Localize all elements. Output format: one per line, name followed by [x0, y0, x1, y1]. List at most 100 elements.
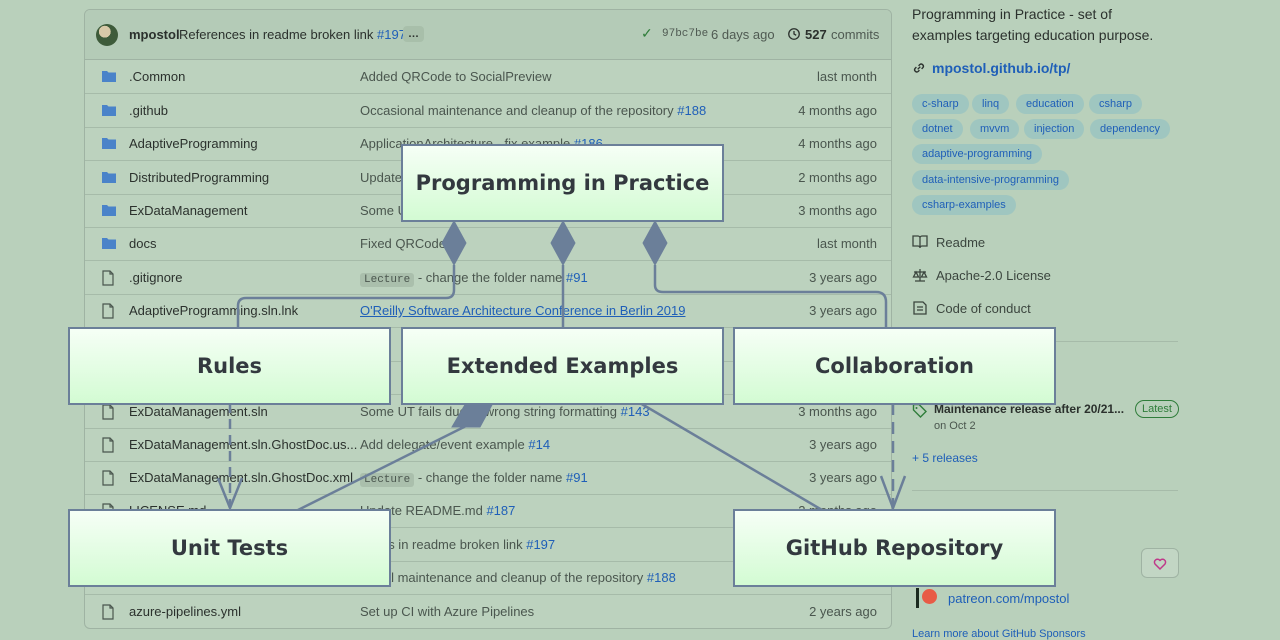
commit-message-text[interactable]: References in readme broken link [179, 27, 374, 42]
folder-icon [101, 136, 117, 153]
commit-message[interactable]: Set up CI with Azure Pipelines [360, 604, 534, 619]
release-title[interactable]: Maintenance release after 20/21... [934, 402, 1125, 416]
learn-sponsors-link[interactable]: Learn more about GitHub Sponsors [912, 628, 1086, 640]
commit-message[interactable]: References in readme broken link #197 [179, 27, 406, 42]
topic-tag[interactable]: education [1016, 94, 1084, 114]
website-link[interactable]: mpostol.github.io/tp/ [912, 60, 1070, 76]
commit-message-text[interactable]: - change the folder name [417, 470, 563, 485]
topic-tag[interactable]: dotnet [912, 119, 963, 139]
commit-message[interactable]: ences in readme broken link #197 [360, 537, 555, 552]
history-icon[interactable] [787, 27, 801, 44]
commit-message-text[interactable]: Occasional maintenance and cleanup of th… [360, 103, 674, 118]
commit-message[interactable]: Update [360, 170, 402, 185]
commit-message-text[interactable]: O'Reilly Software Architecture Conferenc… [360, 303, 686, 318]
commit-time: 3 years ago [809, 303, 877, 318]
commit-message-text[interactable]: Add delegate/event example [360, 437, 525, 452]
commit-message[interactable]: Lecture - change the folder name #91 [360, 470, 588, 487]
commit-message-text[interactable]: Update [360, 170, 402, 185]
latest-commit-bar: mpostol References in readme broken link… [85, 10, 891, 60]
commit-count[interactable]: 527 [805, 27, 827, 42]
issue-link[interactable]: #187 [486, 503, 516, 518]
table-row[interactable]: ExDataManagement.sln.GhostDoc.xml Lecture… [85, 461, 891, 495]
topic-tag[interactable]: adaptive-programming [912, 144, 1043, 164]
topic-tag[interactable]: mvvm [970, 119, 1020, 139]
file-name[interactable]: ExDataManagement.sln.GhostDoc.us... [129, 437, 358, 452]
more-releases-link[interactable]: + 5 releases [912, 451, 978, 465]
file-name[interactable]: .Common [129, 69, 186, 84]
conduct-label[interactable]: Code of conduct [936, 301, 1031, 316]
readme-link[interactable]: Readme [912, 235, 985, 250]
table-row[interactable]: ences in readme broken link #197 [85, 528, 891, 562]
file-name[interactable]: ExDataManagement.sln [129, 404, 268, 419]
issue-link[interactable]: #14 [528, 437, 551, 452]
commit-hash[interactable]: 97bc7be [662, 28, 709, 40]
commit-message[interactable]: Fixed QRCode [360, 236, 446, 251]
issue-link[interactable]: #188 [646, 570, 676, 585]
commit-message-text[interactable]: sional maintenance and cleanup of the re… [360, 570, 644, 585]
link-icon [913, 63, 925, 73]
table-row[interactable]: .github Occasional maintenance and cleanu… [85, 94, 891, 128]
table-row[interactable]: azure-pipelines.yml Set up CI with Azure … [85, 595, 891, 628]
file-name[interactable]: ExDataManagement [129, 203, 248, 218]
topic-tag[interactable]: c-sharp [912, 94, 969, 114]
file-name[interactable]: .gitignore [129, 270, 183, 285]
commit-expand-button[interactable]: … [403, 26, 424, 42]
sponsor-button[interactable] [1141, 548, 1179, 578]
commit-count-label[interactable]: commits [831, 27, 880, 42]
file-name[interactable]: ExDataManagement.sln.GhostDoc.xml [129, 470, 353, 485]
file-name[interactable]: azure-pipelines.yml [129, 604, 241, 619]
topic-tag[interactable]: dependency [1090, 119, 1170, 139]
commit-message[interactable]: sional maintenance and cleanup of the re… [360, 570, 676, 585]
file-name[interactable]: docs [129, 236, 157, 251]
issue-link[interactable]: #91 [566, 470, 588, 485]
issue-link[interactable]: #91 [566, 270, 588, 285]
conduct-link[interactable]: Code of conduct [912, 301, 1031, 316]
file-name[interactable]: DistributedProgramming [129, 170, 270, 185]
arrowhead-github [879, 475, 907, 512]
commit-time: 3 months ago [798, 203, 877, 218]
diamond-rules [441, 219, 467, 267]
license-link[interactable]: Apache-2.0 License [912, 268, 1051, 283]
diagram-box-rules: Rules [68, 327, 391, 405]
issue-link[interactable]: #197 [526, 537, 556, 552]
readme-label[interactable]: Readme [936, 235, 986, 250]
commit-time: 4 months ago [798, 136, 877, 151]
topic-tag[interactable]: injection [1024, 119, 1085, 139]
website-text[interactable]: mpostol.github.io/tp/ [932, 60, 1071, 76]
file-name[interactable]: AdaptiveProgramming.sln.lnk [129, 303, 299, 318]
topic-tag[interactable]: data-intensive-programming [912, 170, 1069, 190]
commit-author[interactable]: mpostol [129, 27, 180, 42]
commit-message-text[interactable]: Added QRCode to SocialPreview [360, 69, 552, 84]
commit-message-link[interactable]: #197 [377, 27, 406, 42]
file-name[interactable]: .github [129, 103, 169, 118]
issue-link[interactable]: #188 [677, 103, 707, 118]
table-row[interactable]: ExDataManagement Some U 3 months ago [85, 194, 891, 228]
commit-message[interactable]: Occasional maintenance and cleanup of th… [360, 103, 706, 118]
commit-time: last month [817, 69, 877, 84]
topic-tag[interactable]: linq [972, 94, 1010, 114]
table-row[interactable]: sional maintenance and cleanup of the re… [85, 561, 891, 595]
check-icon[interactable]: ✓ [641, 25, 653, 41]
diagram-box-main: Programming in Practice [401, 144, 724, 222]
avatar[interactable] [96, 24, 118, 46]
commit-message-text[interactable]: Fixed QRCode [360, 236, 446, 251]
topic-tag[interactable]: csharp-examples [912, 195, 1016, 215]
table-row[interactable]: .Common Added QRCode to SocialPreview last… [85, 60, 891, 94]
table-row[interactable]: ExDataManagement.sln.GhostDoc.us...Add d… [85, 428, 891, 462]
commit-message[interactable]: Added QRCode to SocialPreview [360, 69, 552, 84]
commit-message-text[interactable]: Some U [360, 203, 407, 218]
commit-time[interactable]: 6 days ago [711, 27, 775, 42]
commit-message[interactable]: O'Reilly Software Architecture Conferenc… [360, 303, 685, 318]
commit-message[interactable]: Some U [360, 203, 407, 218]
commit-message-text[interactable]: Set up CI with Azure Pipelines [360, 604, 535, 619]
patreon-link[interactable]: patreon.com/mpostol [948, 591, 1070, 606]
file-name[interactable]: AdaptiveProgramming [129, 136, 258, 151]
license-label[interactable]: Apache-2.0 License [936, 268, 1051, 283]
commit-message-text[interactable]: ences in readme broken link [360, 537, 523, 552]
commit-message[interactable]: Add delegate/event example #14 [360, 437, 550, 452]
issue-link[interactable]: #143 [620, 404, 650, 419]
topic-tag[interactable]: csharp [1089, 94, 1143, 114]
